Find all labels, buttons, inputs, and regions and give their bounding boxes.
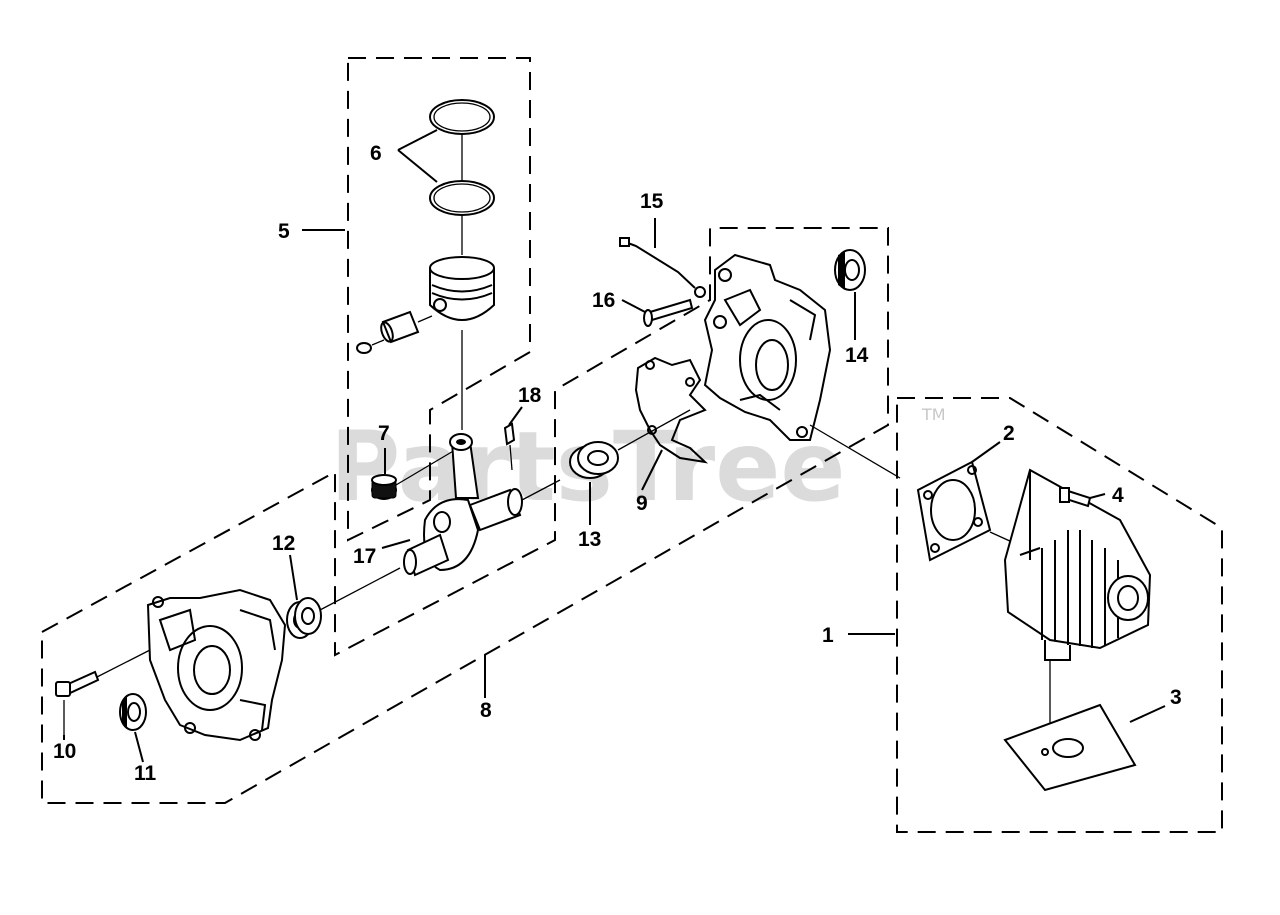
leader-lines [63, 129, 1166, 763]
callout-14: 14 [845, 344, 869, 367]
crankcase-gasket [634, 356, 709, 464]
callout-15: 15 [640, 190, 664, 213]
screw-16 [643, 298, 694, 327]
piston-rings [429, 99, 495, 255]
ball-bearing-right [569, 409, 691, 479]
crankcase-left-half [94, 588, 287, 742]
group-box-crankcase [41, 227, 889, 804]
callout-1: 1 [822, 624, 834, 647]
callout-17: 17 [353, 545, 376, 568]
ball-bearing-left [286, 567, 401, 639]
piston-pin [356, 310, 433, 354]
callout-2: 2 [1003, 422, 1015, 445]
ground-wire [619, 237, 706, 298]
callout-6: 6 [370, 142, 382, 165]
callout-12: 12 [272, 532, 295, 555]
callout-9: 9 [636, 492, 648, 515]
group-box-piston [347, 57, 531, 542]
callout-16: 16 [592, 289, 615, 312]
screw-4 [1059, 487, 1092, 508]
callout-11: 11 [134, 762, 157, 785]
muffler-gasket [1003, 703, 1137, 792]
trademark: TM [921, 405, 946, 424]
needle-bearing [371, 449, 456, 500]
oil-seal-left [119, 693, 147, 731]
crankcase-right-half [703, 253, 901, 479]
screw-10 [55, 670, 100, 735]
callout-4: 4 [1112, 484, 1124, 507]
cylinder-gasket [916, 460, 1013, 562]
callout-8: 8 [480, 699, 492, 722]
woodruff-key [503, 422, 516, 471]
callout-10: 10 [53, 740, 76, 763]
group-box-cylinder [896, 397, 1223, 833]
callout-13: 13 [578, 528, 601, 551]
cylinder [1003, 468, 1152, 740]
piston [429, 256, 495, 430]
oil-seal-right [834, 249, 866, 291]
callout-7: 7 [378, 422, 390, 445]
callout-5: 5 [278, 220, 290, 243]
callout-18: 18 [518, 384, 542, 407]
crankshaft [403, 433, 561, 577]
callout-3: 3 [1170, 686, 1182, 709]
